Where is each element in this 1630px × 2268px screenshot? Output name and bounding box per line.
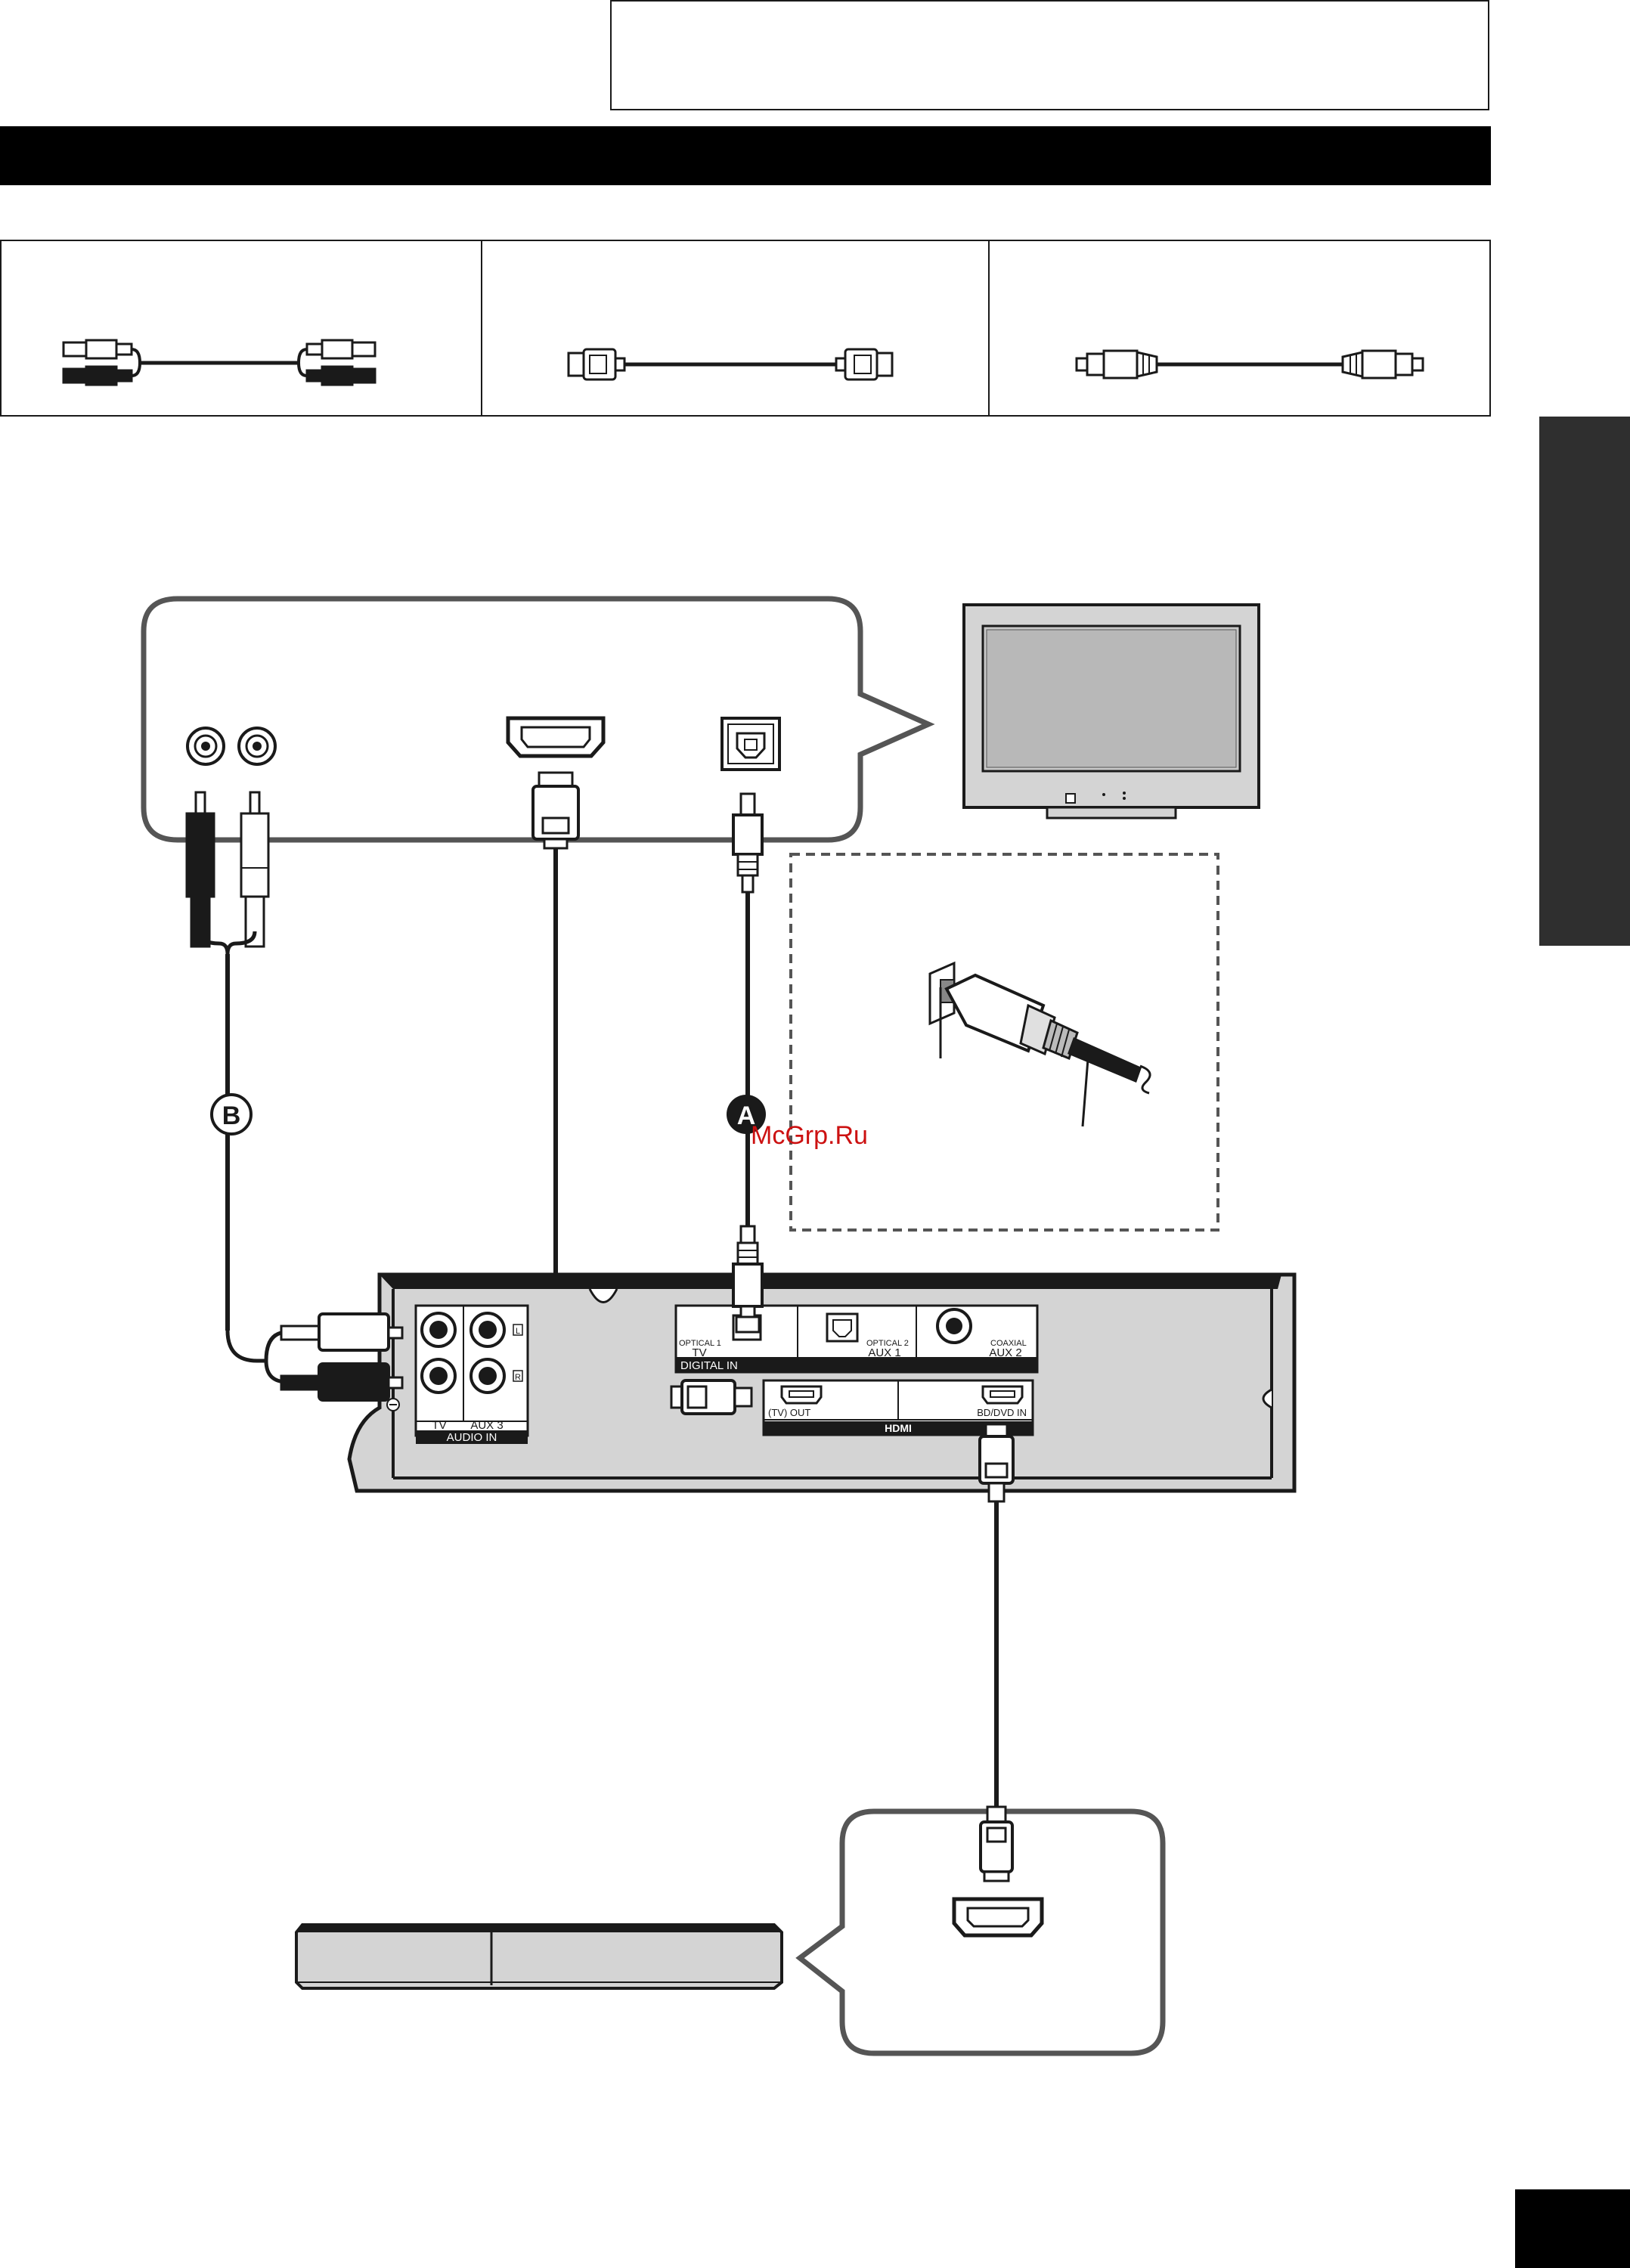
optical1-small-label: OPTICAL 1 (679, 1339, 721, 1348)
audio-tv-label: TV (432, 1419, 446, 1432)
table-divider (988, 241, 990, 415)
digital-in-label: DIGITAL IN (680, 1359, 738, 1372)
digital-in-jacks: OPTICAL 1 TV OPTICAL 2 AUX 1 COAXIAL AUX… (674, 1304, 1039, 1374)
audio-in-jacks: L R TV AUX 3 AUDIO IN (386, 1304, 529, 1444)
tv-hdmi-plug (531, 771, 580, 850)
callout-b-label: B (222, 1101, 241, 1130)
tv-illustration (962, 603, 1260, 820)
rca-cable-icon (62, 339, 377, 386)
chapter-side-tab (1539, 417, 1630, 946)
optical2-aux-label: AUX 1 (868, 1346, 900, 1359)
header-blank-box (610, 0, 1489, 110)
bd-player-illustration (295, 1923, 783, 1990)
callout-a: A (727, 1095, 766, 1134)
bd-hdmi-plug (979, 1805, 1014, 1882)
callout-a-label: A (737, 1101, 756, 1130)
optical1-tv-label: TV (692, 1346, 706, 1359)
audio-cable-b (198, 931, 288, 1384)
audio-aux3-label: AUX 3 (470, 1419, 503, 1432)
hdmi-cable-icon (567, 348, 894, 381)
receiver-hdmi-in-plug (978, 1423, 1015, 1503)
receiver-hdmi-out-plug (670, 1379, 753, 1415)
page-number-box (1515, 2189, 1630, 2268)
coaxial-aux-label: AUX 2 (989, 1346, 1021, 1359)
audio-in-label: AUDIO IN (447, 1431, 497, 1444)
hdmi-logo-label: HDMI (885, 1422, 912, 1434)
receiver-optical-plug (732, 1225, 764, 1334)
hdmi-tv-out-label: (TV) OUT (768, 1407, 810, 1418)
optical2-small-label: OPTICAL 2 (866, 1339, 909, 1348)
hdmi-jacks: (TV) OUT BD/DVD IN HDMI (762, 1379, 1034, 1436)
tv-hdmi-port (506, 716, 606, 758)
section-title-bar (0, 126, 1491, 185)
tv-optical-plug (732, 792, 764, 894)
tv-optical-port (720, 717, 781, 771)
optical-plug-closeup (928, 961, 1151, 1127)
callout-b: B (210, 1093, 253, 1136)
optical-cable-icon (1075, 349, 1424, 380)
bd-hdmi-port (952, 1897, 1044, 1938)
receiver-rca-plugs (280, 1312, 404, 1402)
coaxial-small-label: COAXIAL (990, 1339, 1027, 1348)
jack-r-label: R (515, 1373, 521, 1382)
hdmi-bd-in-label: BD/DVD IN (977, 1407, 1027, 1418)
table-divider (481, 241, 482, 415)
tv-audio-out-jacks (186, 727, 277, 766)
jack-l-label: L (516, 1327, 520, 1336)
cable-types-table (0, 240, 1491, 417)
watermark-text: McGrp.Ru (751, 1121, 868, 1150)
